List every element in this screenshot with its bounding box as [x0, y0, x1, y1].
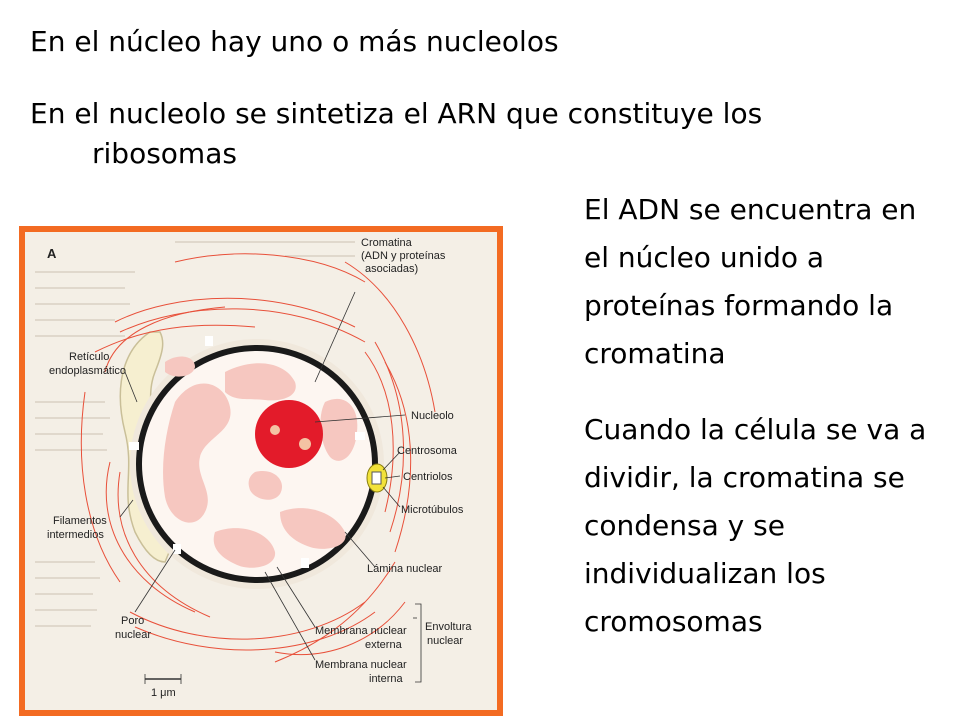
scale-bar-label: 1 μm [151, 687, 176, 699]
label-filamentos-1: Filamentos [53, 515, 107, 527]
label-cromatina-1: Cromatina [361, 237, 413, 249]
nucleolus-spot-2 [299, 438, 311, 450]
label-reticulo-2: endoplasmático [49, 365, 126, 377]
label-lamina: Lámina nuclear [367, 563, 443, 575]
leader-lines [119, 291, 422, 684]
label-envoltura-2: nuclear [427, 635, 463, 647]
text-adn-cromatina: El ADN se encuentra en el núcleo unido a… [584, 193, 917, 370]
cytoskeleton-fibers [80, 253, 436, 663]
bullet-arn-line1: En el nucleolo se sintetiza el ARN que c… [30, 97, 763, 130]
label-centrosoma: Centrosoma [397, 445, 458, 457]
label-envoltura-1: Envoltura [425, 621, 472, 633]
bullet-nucleolos: En el núcleo hay uno o más nucleolos [30, 25, 559, 58]
label-centriolos: Centriolos [403, 471, 453, 483]
centriole [371, 471, 382, 485]
background-texture [35, 241, 355, 627]
nucleolus [255, 400, 323, 468]
label-cromatina-3: asociadas) [365, 263, 418, 275]
label-nucleolo: Nucleolo [411, 410, 454, 422]
nuclear-pores [129, 336, 365, 568]
label-mem-int-1: Membrana nuclear [315, 659, 407, 671]
chromatin [163, 356, 358, 568]
label-filamentos-2: intermedios [47, 529, 104, 541]
label-cromatina-2: (ADN y proteínas [361, 250, 446, 262]
label-poro-2: nuclear [115, 629, 151, 641]
label-mem-ext-2: externa [365, 639, 403, 651]
label-reticulo-1: Retículo [69, 351, 109, 363]
label-mem-int-2: interna [369, 673, 404, 685]
label-mem-ext-1: Membrana nuclear [315, 625, 407, 637]
bullet-arn-line2: ribosomas [92, 137, 237, 170]
bullet-arn-ribosomas: En el nucleolo se sintetiza el ARN que c… [30, 94, 930, 174]
label-microtubulos: Microtúbulos [401, 504, 464, 516]
nucleolus-spot-1 [270, 425, 280, 435]
label-poro-1: Poro [121, 615, 144, 627]
panel-letter: A [47, 246, 57, 261]
nucleus-illustration: A Cromatina (ADN y proteínas asociadas) … [35, 237, 472, 699]
nucleus-diagram: A Cromatina (ADN y proteínas asociadas) … [19, 226, 503, 716]
text-cromosomas: Cuando la célula se va a dividir, la cro… [584, 413, 927, 638]
